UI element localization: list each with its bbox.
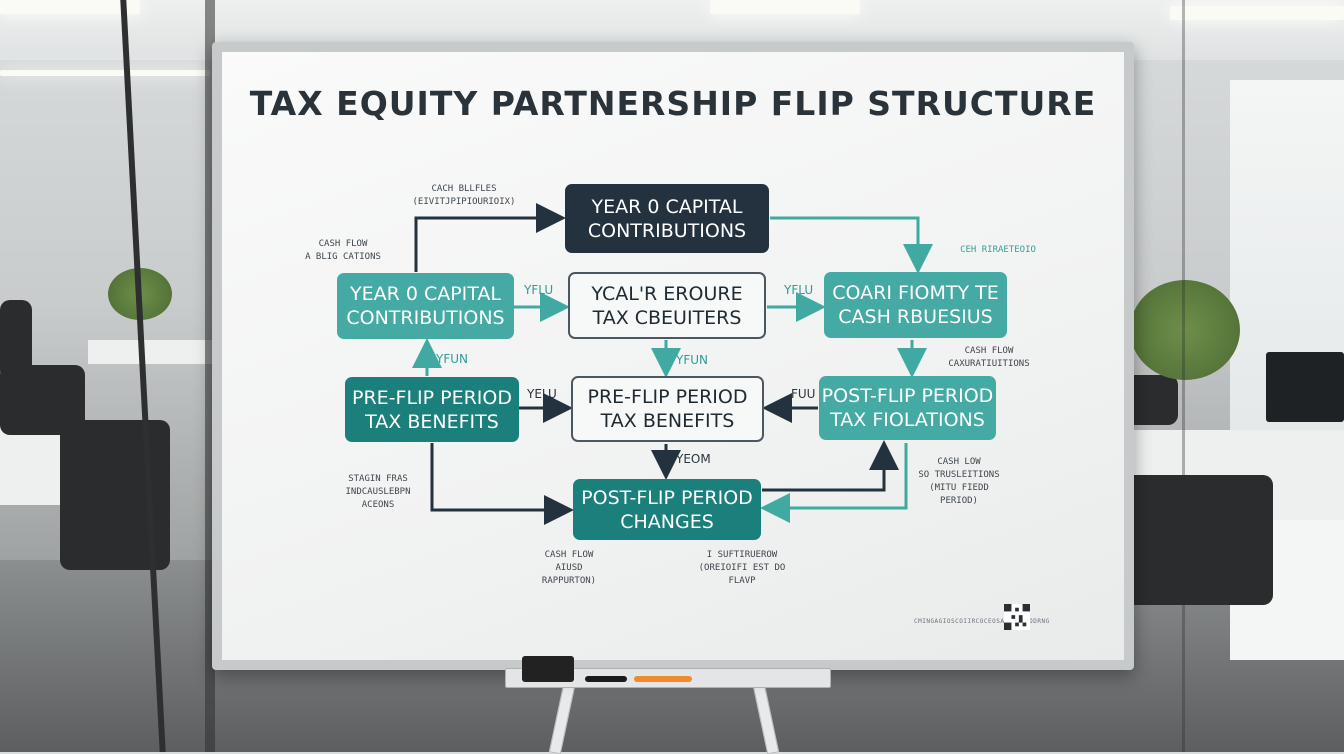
handwritten-note: CASH FLOW A BLIG CATIONS: [300, 238, 386, 264]
box-line: TAX FIOLATIONS: [830, 409, 985, 431]
note-line: AIUSD RAPPURTON): [541, 563, 597, 586]
box-top-center: YEAR 0 CAPITAL CONTRIBUTIONS: [565, 184, 769, 253]
qr-code-icon: [1004, 604, 1030, 630]
box-line: CASH RBUESIUS: [838, 306, 993, 328]
box-mid-right: COARI FIOMTY TE CASH RBUESIUS: [824, 272, 1007, 338]
arrow-label: YFUN: [676, 353, 708, 367]
note-line: STAGIN FRAS: [348, 474, 408, 484]
eraser: [522, 656, 574, 682]
glass-frame: [1182, 0, 1185, 752]
diagram-title: TAX EQUITY PARTNERSHIP FLIP STRUCTURE: [249, 84, 1097, 123]
note-line: CASH FLOW: [318, 239, 368, 249]
arrow-bottom-right-loop: [762, 440, 899, 492]
note-line: I SUFTIRUEROW: [706, 550, 778, 560]
handwritten-note: CASH FLOW CAXURATIUITIONS: [944, 345, 1034, 371]
box-bottom-center: POST-FLIP PERIOD CHANGES: [573, 479, 761, 540]
note-line: SO TRUSLEITIONS: [918, 470, 1000, 480]
arrow-top-right: [770, 216, 933, 274]
handwritten-note: CASH LOW SO TRUSLEITIONS (MITU FIEDD PER…: [914, 456, 1004, 508]
footer-text: CMINGAGIOSCOIIRCOCEOSAINLGAOODRNG: [914, 618, 1050, 625]
box-line: POST-FLIP PERIOD: [581, 486, 753, 509]
arrow-top-left: [414, 203, 566, 272]
handwritten-note: STAGIN FRAS INDCAUSLEBPN ACEONS: [328, 473, 428, 512]
note-line: (EIVITJPIPIOURIOIX): [412, 197, 516, 207]
note-line: A BLIG CATIONS: [305, 252, 381, 262]
arrow-label: YEOM: [676, 452, 711, 466]
desk: [88, 340, 218, 364]
box-line: CHANGES: [620, 510, 714, 533]
box-line: TAX CBEUITERS: [592, 306, 742, 329]
monitor: [1266, 352, 1344, 422]
arrow-bottom-left-loop: [430, 443, 574, 525]
ceiling-light: [1170, 6, 1344, 20]
handwritten-note: CASH FLOW AIUSD RAPPURTON): [526, 549, 612, 588]
arrow-label: YELU: [527, 387, 557, 401]
box-line: PRE-FLIP PERIOD: [352, 386, 512, 409]
note-line: CASH FLOW: [964, 346, 1014, 356]
box-low-right: POST-FLIP PERIOD TAX FIOLATIONS: [819, 376, 996, 440]
box-line: POST-FLIP PERIOD: [821, 385, 994, 407]
box-line: YEAR 0 CAPITAL: [349, 283, 502, 305]
box-mid-center: YCAL'R EROURE TAX CBEUITERS: [568, 272, 766, 339]
box-line: CONTRIBUTIONS: [346, 307, 505, 329]
handwritten-note: CEH RIRAETEOIO: [955, 244, 1041, 257]
box-line: YCAL'R EROURE: [591, 282, 743, 305]
handwritten-note: I SUFTIRUEROW (OREIOIFI EST DO FLAVP: [690, 549, 794, 588]
ceiling-light: [0, 70, 210, 76]
box-mid-left: YEAR 0 CAPITAL CONTRIBUTIONS: [337, 273, 514, 339]
box-line: CONTRIBUTIONS: [587, 219, 747, 242]
note-line: (MITU FIEDD PERIOD): [929, 483, 989, 506]
arrow-bottom-right-return: [760, 443, 908, 523]
note-line: CAXURATIUITIONS: [948, 359, 1030, 369]
arrow-label: YFLU: [784, 283, 814, 297]
arrow-label: YFLU: [524, 283, 554, 297]
arrow-label: FUU: [791, 387, 816, 401]
handwritten-note: CACH BLLFLES (EIVITJPIPIOURIOIX): [412, 183, 516, 209]
box-low-left: PRE-FLIP PERIOD TAX BENEFITS: [345, 377, 519, 442]
ceiling-light: [710, 0, 860, 14]
arrow-label: YFUN: [436, 352, 468, 366]
note-line: INDCAUSLEBPN ACEONS: [345, 487, 411, 510]
plant: [1130, 280, 1240, 380]
glass-frame: [205, 0, 215, 752]
box-line: PRE-FLIP PERIOD: [587, 386, 748, 408]
marker: [585, 676, 627, 682]
box-line: YEAR 0 CAPITAL: [591, 195, 743, 218]
note-line: CASH LOW: [937, 457, 981, 467]
box-line: COARI FIOMTY TE: [832, 282, 999, 304]
box-low-center: PRE-FLIP PERIOD TAX BENEFITS: [571, 376, 764, 442]
note-line: CACH BLLFLES: [431, 184, 497, 194]
box-line: TAX BENEFITS: [365, 410, 499, 433]
box-line: TAX BENEFITS: [600, 410, 735, 432]
note-line: CEH RIRAETEOIO: [960, 245, 1036, 255]
ceiling-light: [0, 0, 140, 14]
marker: [634, 676, 692, 682]
note-line: CASH FLOW: [544, 550, 594, 560]
note-line: (OREIOIFI EST DO FLAVP: [698, 563, 786, 586]
